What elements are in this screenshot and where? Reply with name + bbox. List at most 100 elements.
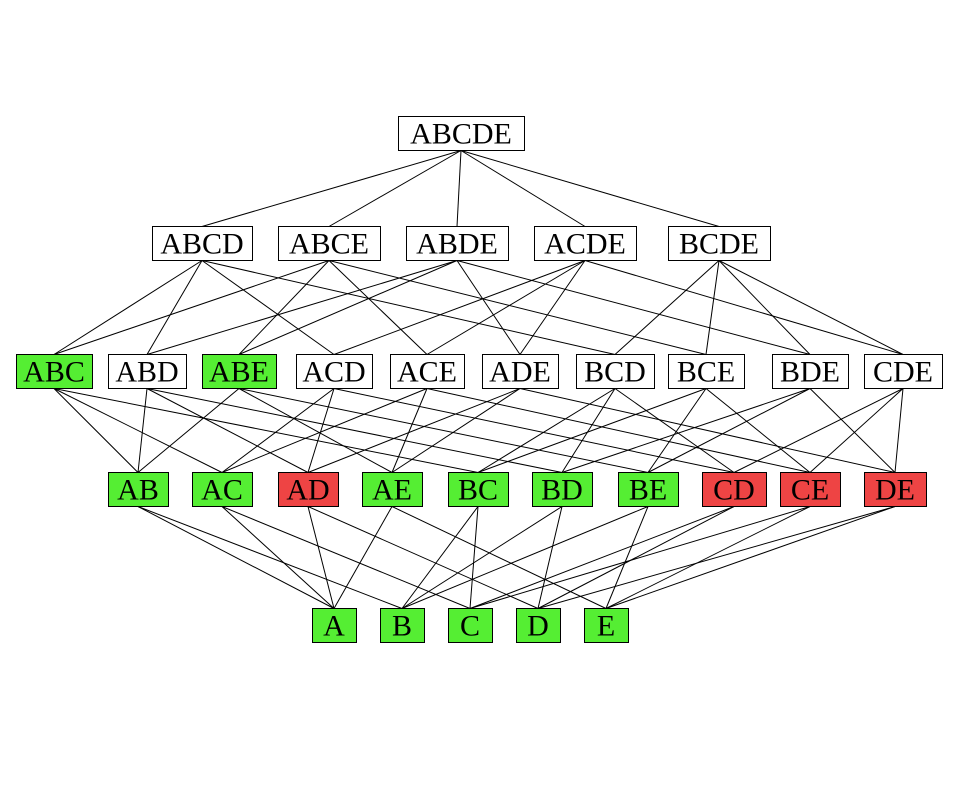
edge-de-e (605, 506, 896, 609)
itemset-node-label: B (392, 610, 412, 643)
itemset-node-label: BE (629, 474, 667, 507)
itemset-node-box (618, 472, 679, 507)
edge-cde-ce (809, 388, 904, 473)
edge-acde-acd (333, 260, 586, 355)
edge-abd-bd (146, 388, 563, 473)
edge-acde-cde (584, 260, 904, 355)
itemset-node-d: D (516, 608, 561, 643)
edge-ac-c (221, 506, 471, 609)
itemset-node-box (448, 608, 493, 643)
itemset-node-ce: CE (780, 472, 841, 507)
itemset-node-box (202, 354, 277, 389)
edge-abc-bc (53, 388, 479, 473)
itemset-node-label: BCDE (679, 228, 759, 261)
edge-ac-a (221, 506, 335, 609)
itemset-node-label: ABCDE (410, 118, 512, 151)
itemset-node-bde: BDE (772, 354, 849, 389)
itemset-node-box (312, 608, 357, 643)
itemset-node-label: BCE (677, 356, 735, 389)
itemset-node-label: CE (791, 474, 829, 507)
itemset-node-cde: CDE (864, 354, 943, 389)
itemset-node-abce: ABCE (278, 226, 381, 261)
edge-acde-ade (519, 260, 586, 355)
edge-abd-ab (137, 388, 148, 473)
itemset-node-label: CD (713, 474, 755, 507)
itemset-node-bc: BC (448, 472, 509, 507)
edge-bc-c (469, 506, 479, 609)
itemset-node-box (278, 472, 339, 507)
itemset-node-ade: ADE (482, 354, 559, 389)
itemset-node-abe: ABE (202, 354, 277, 389)
edge-abcde-acde (460, 150, 586, 227)
edge-abd-ad (146, 388, 309, 473)
itemset-node-box (16, 354, 93, 389)
itemset-node-abcd: ABCD (152, 226, 253, 261)
edge-acd-ac (221, 388, 335, 473)
edge-cd-d (537, 506, 735, 609)
itemset-node-label: AB (117, 474, 159, 507)
itemset-node-label: ABDE (416, 228, 498, 261)
lattice-edges (53, 150, 904, 609)
edge-abc-ab (53, 388, 139, 473)
itemset-node-ace: ACE (390, 354, 465, 389)
edge-abde-bde (456, 260, 811, 355)
edge-abcd-abc (53, 260, 203, 355)
itemset-node-box (108, 354, 187, 389)
edge-ade-de (519, 388, 896, 473)
itemset-node-ae: AE (362, 472, 423, 507)
edge-ce-e (605, 506, 811, 609)
edge-abde-abd (146, 260, 458, 355)
edge-bcde-bce (705, 260, 720, 355)
itemset-node-label: BD (541, 474, 583, 507)
itemset-node-box (152, 226, 253, 261)
edge-abc-ac (53, 388, 223, 473)
itemset-node-abcde: ABCDE (398, 116, 525, 151)
edge-ad-d (307, 506, 539, 609)
edge-acd-cd (333, 388, 735, 473)
itemset-node-label: ABCD (160, 228, 243, 261)
itemset-node-label: BC (458, 474, 498, 507)
itemset-node-box (296, 354, 373, 389)
itemset-node-box (584, 608, 629, 643)
itemset-node-label: E (597, 610, 615, 643)
itemset-node-bd: BD (532, 472, 593, 507)
itemset-node-bcde: BCDE (668, 226, 771, 261)
itemset-node-box (278, 226, 381, 261)
edge-ade-ae (391, 388, 521, 473)
itemset-node-box (108, 472, 169, 507)
edge-ce-c (469, 506, 811, 609)
itemset-node-box (380, 608, 425, 643)
itemset-node-label: ACE (397, 356, 457, 389)
itemset-node-box (390, 354, 465, 389)
itemset-node-label: ACDE (544, 228, 626, 261)
edge-be-e (605, 506, 649, 609)
itemset-node-c: C (448, 608, 493, 643)
edge-ace-ac (221, 388, 428, 473)
edge-abcde-abce (328, 150, 462, 227)
itemset-node-label: ACD (302, 356, 365, 389)
itemset-node-ac: AC (192, 472, 253, 507)
edge-ace-ce (426, 388, 811, 473)
edge-bcd-cd (614, 388, 735, 473)
itemset-node-box (864, 472, 927, 507)
edge-bcd-bd (561, 388, 616, 473)
itemset-node-box (448, 472, 509, 507)
edge-bc-b (401, 506, 479, 609)
itemset-node-be: BE (618, 472, 679, 507)
itemset-node-label: AE (372, 474, 412, 507)
edge-bce-be (647, 388, 707, 473)
edge-bd-b (401, 506, 563, 609)
itemset-node-box (398, 116, 525, 151)
itemset-node-label: BCD (584, 356, 646, 389)
edge-abce-bce (328, 260, 707, 355)
itemset-node-acde: ACDE (534, 226, 637, 261)
edge-abde-ade (456, 260, 521, 355)
edge-ab-b (137, 506, 403, 609)
itemset-node-box (516, 608, 561, 643)
edge-abcd-bcd (201, 260, 616, 355)
itemset-node-label: A (323, 610, 345, 643)
itemset-node-box (780, 472, 841, 507)
itemset-node-label: AC (201, 474, 243, 507)
edge-cde-de (894, 388, 904, 473)
